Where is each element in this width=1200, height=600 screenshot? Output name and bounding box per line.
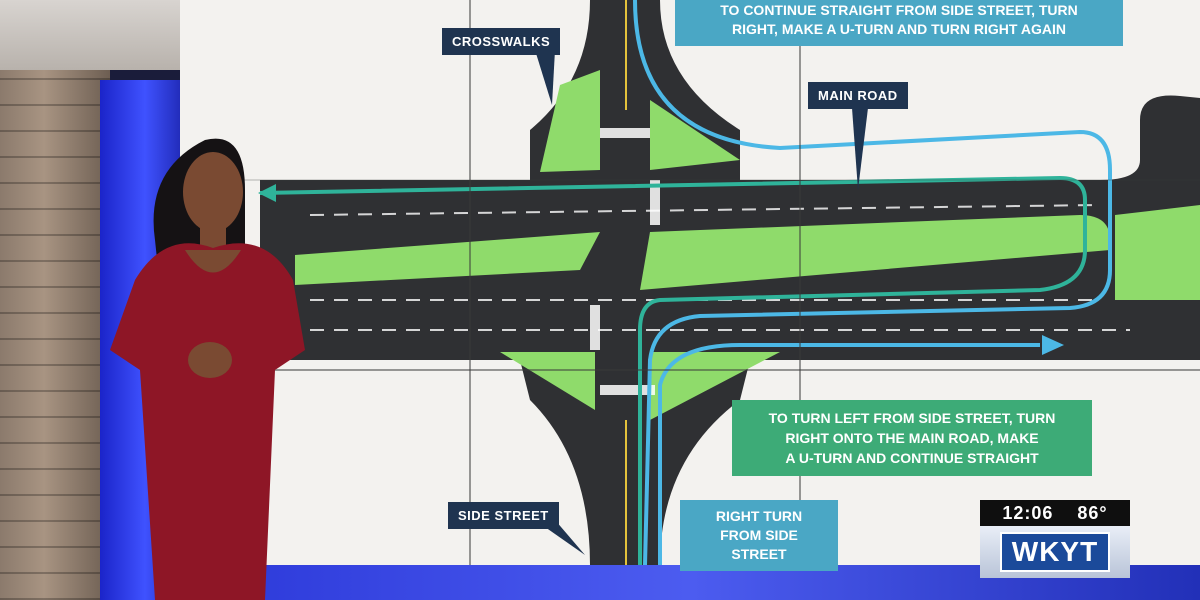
blue-route-right-turn xyxy=(658,343,1040,565)
blue-route-uturn xyxy=(633,0,1112,565)
side-street-south xyxy=(520,360,750,565)
island-north-right xyxy=(650,100,740,170)
temperature-readout: 86° xyxy=(1077,503,1108,523)
presenter-face xyxy=(183,152,243,232)
median-left xyxy=(295,232,600,285)
station-bug: 12:06 86° WKYT xyxy=(980,500,1130,578)
main-road-label: MAIN ROAD xyxy=(808,82,908,109)
left-turn-instructions: TO TURN LEFT FROM SIDE STREET, TURN RIGH… xyxy=(732,400,1092,476)
presenter-hands xyxy=(188,342,232,378)
stone-wall xyxy=(0,70,110,600)
left-turn-line-2: RIGHT ONTO THE MAIN ROAD, MAKE xyxy=(785,430,1039,446)
crosswalk-stripes xyxy=(590,128,660,395)
crosswalks-label: CROSSWALKS xyxy=(442,28,561,55)
right-turn-label: RIGHT TURN FROM SIDE STREET xyxy=(680,500,838,571)
median-far-right xyxy=(1115,205,1200,300)
top-banner-line-2: RIGHT, MAKE A U-TURN AND TURN RIGHT AGAI… xyxy=(732,21,1066,37)
station-logo: WKYT xyxy=(980,526,1130,578)
top-banner: TO CONTINUE STRAIGHT FROM SIDE STREET, T… xyxy=(675,0,1123,46)
teal-arrowhead xyxy=(258,184,276,202)
station-logo-text: WKYT xyxy=(999,532,1111,572)
time-readout: 12:06 xyxy=(1002,503,1054,523)
crosswalks-pointer xyxy=(535,50,555,105)
right-turn-line-2: FROM SIDE STREET xyxy=(720,527,798,562)
teal-route xyxy=(259,175,1087,565)
island-north-left xyxy=(540,70,600,172)
top-banner-line-1: TO CONTINUE STRAIGHT FROM SIDE STREET, T… xyxy=(720,2,1078,18)
side-street-label: SIDE STREET xyxy=(448,502,559,529)
left-turn-line-3: A U-TURN AND CONTINUE STRAIGHT xyxy=(785,450,1039,466)
studio-ceiling xyxy=(0,0,180,70)
main-road-pointer xyxy=(852,108,868,190)
presenter xyxy=(110,138,305,600)
median-right xyxy=(640,215,1110,290)
right-turn-line-1: RIGHT TURN xyxy=(715,508,803,524)
blue-arrowhead xyxy=(1042,335,1064,355)
time-temp-bar: 12:06 86° xyxy=(980,500,1130,526)
left-turn-line-1: TO TURN LEFT FROM SIDE STREET, TURN xyxy=(768,410,1056,426)
island-south-left xyxy=(500,352,595,410)
presenter-dress xyxy=(110,243,305,600)
video-wall: TO CONTINUE STRAIGHT FROM SIDE STREET, T… xyxy=(180,0,1200,571)
intersection-diagram xyxy=(180,0,1200,565)
